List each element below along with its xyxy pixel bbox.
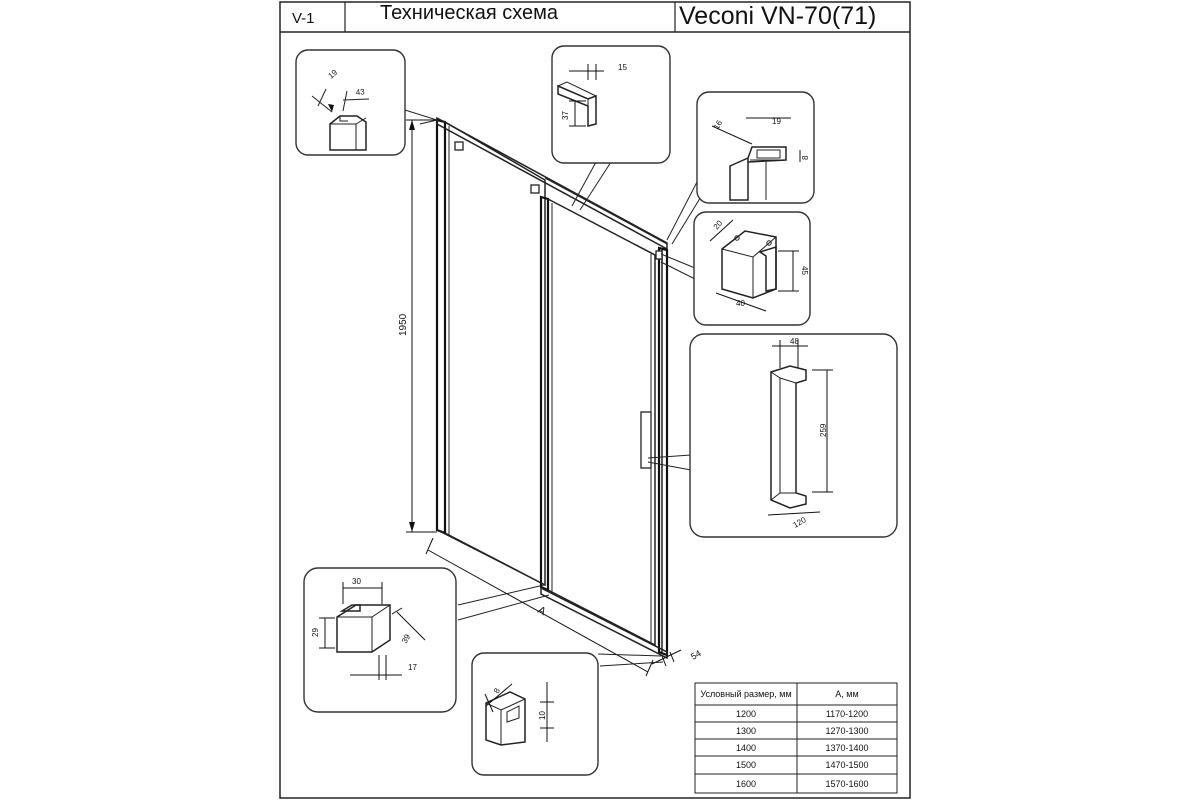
detail-top-left-profile: 19 43 [295, 49, 406, 156]
detail-bracket-dim2: 45 [800, 266, 809, 275]
detail-top-middle-dim2: 37 [561, 111, 570, 120]
detail-bracket: 20 45 40 [693, 211, 811, 326]
detail-hinge: 30 29 39 17 [303, 567, 457, 713]
detail-hinge-dim2: 29 [311, 628, 320, 637]
table-cell: 1600 [736, 779, 756, 789]
callout-leaders [404, 109, 711, 667]
table-cell: 1500 [736, 760, 756, 770]
detail-bracket-dim3: 40 [736, 299, 745, 308]
header-model: Veconi VN-70(71) [679, 2, 876, 30]
table-cell: 1570-1600 [825, 779, 868, 789]
detail-handle: 48 259 120 [689, 333, 898, 538]
detail-top-right-profile: 16 19 8 [696, 91, 815, 204]
detail-hinge-dim1: 30 [352, 577, 361, 586]
detail-bottom-dim2: 10 [538, 711, 547, 720]
detail-hinge-dim4: 17 [408, 663, 417, 672]
sheet-frame [279, 1, 911, 799]
detail-handle-dim1: 48 [790, 337, 799, 346]
table-cell: 1400 [736, 743, 756, 753]
width-dimension-label: A [536, 604, 549, 618]
detail-bottom-dim1: 8 [492, 686, 502, 695]
table-cell: 1370-1400 [825, 743, 868, 753]
header-title: Техническая схема [380, 2, 559, 24]
depth-dimension-label: 54 [689, 648, 703, 662]
table-cell: 1270-1300 [825, 726, 868, 736]
detail-handle-dim2: 259 [819, 423, 828, 437]
table-cell: 1470-1500 [825, 760, 868, 770]
table-cell: 1300 [736, 726, 756, 736]
header-code: V-1 [292, 10, 315, 27]
height-dimension-label: 1950 [398, 313, 409, 336]
table-header-size: Условный размер, мм [700, 689, 791, 699]
detail-bottom-profile: 8 10 [471, 652, 599, 776]
main-shower-door-drawing: 1950 A 54 [398, 116, 703, 677]
detail-top-left-dim2: 43 [355, 87, 365, 97]
detail-top-middle-dim1: 15 [618, 63, 627, 72]
detail-top-right-dim2: 19 [772, 117, 781, 126]
table-header-a: A, мм [835, 689, 858, 699]
table-cell: 1170-1200 [826, 709, 868, 719]
table-cell: 1200 [736, 709, 756, 719]
detail-top-right-dim3: 8 [801, 155, 810, 160]
detail-top-middle-profile: 15 37 [551, 45, 671, 164]
size-table: Условный размер, мм A, мм 1200 1170-1200… [694, 682, 898, 794]
